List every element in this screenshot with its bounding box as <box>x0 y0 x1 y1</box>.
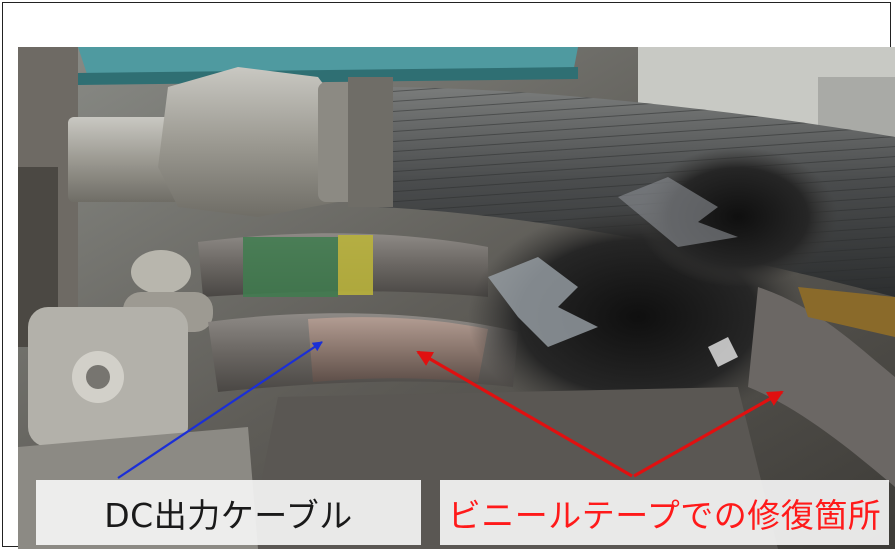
vinyl-repair-label: ビニールテープでの修復箇所 <box>440 480 889 545</box>
damaged-cable-photo <box>18 47 895 549</box>
photo-illustration <box>18 47 895 549</box>
dc-cable-label-text: DC出力ケーブル <box>104 495 353 535</box>
vinyl-repair-label-text: ビニールテープでの修復箇所 <box>447 495 882 535</box>
dc-cable-label: DC出力ケーブル <box>36 480 421 545</box>
